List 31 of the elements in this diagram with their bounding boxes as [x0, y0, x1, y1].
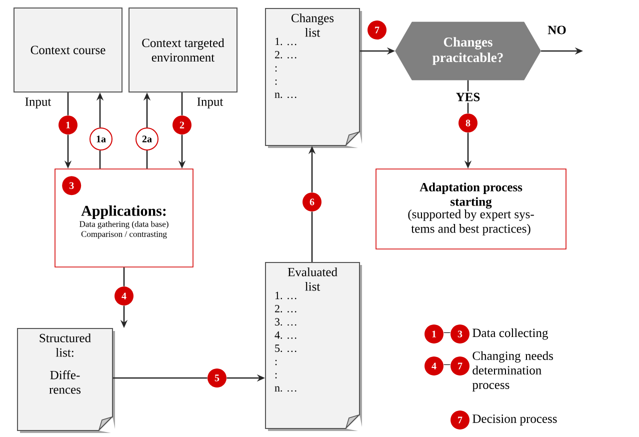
input-label: Input [25, 98, 52, 108]
number-badge: 4 [424, 356, 444, 376]
number-badge: 1a [90, 128, 112, 150]
edge-label: YES [454, 91, 482, 103]
dash: – [444, 332, 450, 334]
number-badge: 7 [450, 410, 470, 430]
number-badge: 7 [450, 356, 470, 376]
document-box: Evaluated list 1. … 2. … 3. … 4. … 5. … : : n. … [265, 262, 363, 432]
number-badge: 1 [424, 324, 444, 344]
context-box: Context targeted environment [128, 8, 238, 92]
number-badge: 6 [302, 192, 322, 212]
number-badge: 2 [172, 116, 192, 134]
dash: – [444, 364, 450, 366]
number-badge: 1 [58, 116, 78, 134]
document-box: Structured list: Diffe- rences [17, 328, 116, 434]
input-label: Input [197, 98, 224, 108]
decision-hexagon: Changes pracitcable? [395, 22, 541, 80]
legend-text: Changing needs determination process [472, 351, 553, 392]
document-box: Changes list 1. … 2. … : : n. … [265, 8, 363, 149]
legend-text: Data collecting [472, 328, 548, 340]
legend-text: Decision process [472, 414, 557, 426]
context-box: Context course [14, 8, 122, 92]
number-badge: 3 [450, 324, 470, 344]
edge-label: NO [546, 24, 568, 36]
number-badge: 3 [62, 176, 82, 196]
number-badge: 2a [136, 128, 158, 150]
number-badge: 8 [458, 114, 478, 132]
number-badge: 7 [368, 20, 386, 40]
number-badge: 4 [114, 286, 134, 306]
number-badge: 5 [208, 368, 226, 388]
process-box: Adaptation process starting (supported by expert sys- tems and best practices) [376, 168, 566, 250]
